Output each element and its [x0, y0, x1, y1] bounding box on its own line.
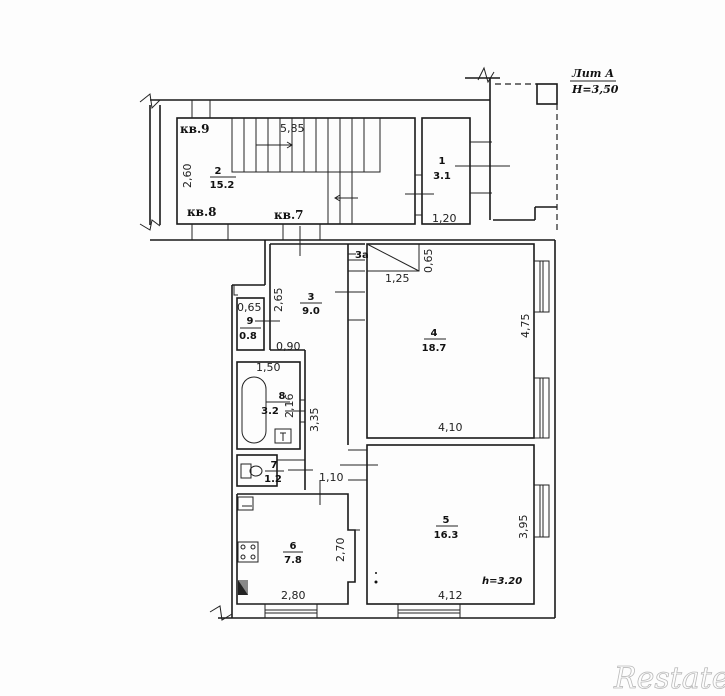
svg-text:3.1: 3.1	[433, 171, 451, 182]
svg-text:15.2: 15.2	[210, 180, 235, 191]
room-9	[233, 285, 280, 351]
svg-text:0.8: 0.8	[239, 331, 257, 342]
svg-text:3.2: 3.2	[261, 406, 279, 417]
svg-text:9.0: 9.0	[302, 306, 320, 317]
svg-text:3,35: 3,35	[308, 408, 321, 433]
room-5-ceiling-height: h=3.20	[482, 576, 522, 587]
room-4	[348, 243, 550, 439]
apartment-walls	[150, 239, 556, 621]
room-label-4: 4 18.7	[422, 328, 447, 354]
room-label-9: 9 0.8	[239, 316, 261, 342]
lit-label: Лит А	[571, 67, 614, 80]
svg-text:1.2: 1.2	[264, 474, 282, 485]
svg-text:3,95: 3,95	[517, 515, 530, 540]
svg-text:16.3: 16.3	[434, 530, 459, 541]
room-label-2: 2 15.2	[210, 166, 236, 191]
room-8	[236, 361, 305, 450]
svg-text:2,65: 2,65	[272, 288, 285, 313]
svg-text:2,16: 2,16	[283, 394, 296, 419]
svg-text:3: 3	[308, 292, 315, 303]
svg-text:1: 1	[439, 156, 446, 167]
apartment-8-label: кв.8	[187, 205, 217, 219]
svg-text:1,20: 1,20	[432, 212, 457, 225]
svg-text:4,10: 4,10	[438, 421, 463, 434]
room-6	[236, 493, 356, 619]
apartment-7-label: кв.7	[274, 208, 304, 222]
svg-text:1,50: 1,50	[256, 361, 281, 374]
svg-text:0,90: 0,90	[276, 340, 301, 353]
room-label-8: 8 3.2	[261, 391, 290, 417]
svg-text:2: 2	[215, 166, 222, 177]
room-5	[340, 444, 550, 619]
svg-text:4,75: 4,75	[519, 314, 532, 339]
room-label-1: 1 3.1	[433, 156, 451, 182]
dimension-labels: 5,85 2,60 1,20 0,65 1,25 2,65 0,65 0,90 …	[181, 122, 532, 602]
svg-text:8: 8	[279, 391, 286, 402]
svg-text:1,10: 1,10	[319, 471, 344, 484]
height-label: H=3,50	[571, 83, 619, 96]
svg-text:7.8: 7.8	[284, 555, 302, 566]
room-label-3a: 3а	[355, 250, 369, 261]
svg-text:4: 4	[431, 328, 438, 339]
watermark: Restate	[613, 661, 725, 696]
svg-text:2,70: 2,70	[334, 538, 347, 563]
room-label-7: 7 1.2	[264, 460, 284, 485]
svg-text:0,65: 0,65	[237, 301, 262, 314]
svg-text:6: 6	[290, 541, 297, 552]
svg-text:9: 9	[247, 316, 254, 327]
svg-text:0,65: 0,65	[422, 249, 435, 274]
room-label-3: 3 9.0	[300, 292, 322, 317]
room-label-6: 6 7.8	[283, 541, 303, 566]
apartment-9-label: кв.9	[180, 122, 210, 136]
svg-text:18.7: 18.7	[422, 343, 447, 354]
header-label: Лит А H=3,50	[570, 67, 619, 96]
room-label-5: 5 16.3	[434, 515, 459, 541]
svg-text:5: 5	[443, 515, 450, 526]
svg-text:7: 7	[271, 460, 278, 471]
svg-text:1,25: 1,25	[385, 272, 410, 285]
svg-text:2,80: 2,80	[281, 589, 306, 602]
svg-text:5,85: 5,85	[280, 122, 305, 135]
svg-text:2,60: 2,60	[181, 164, 194, 189]
svg-text:4,12: 4,12	[438, 589, 463, 602]
stair-hall-block	[139, 66, 558, 240]
